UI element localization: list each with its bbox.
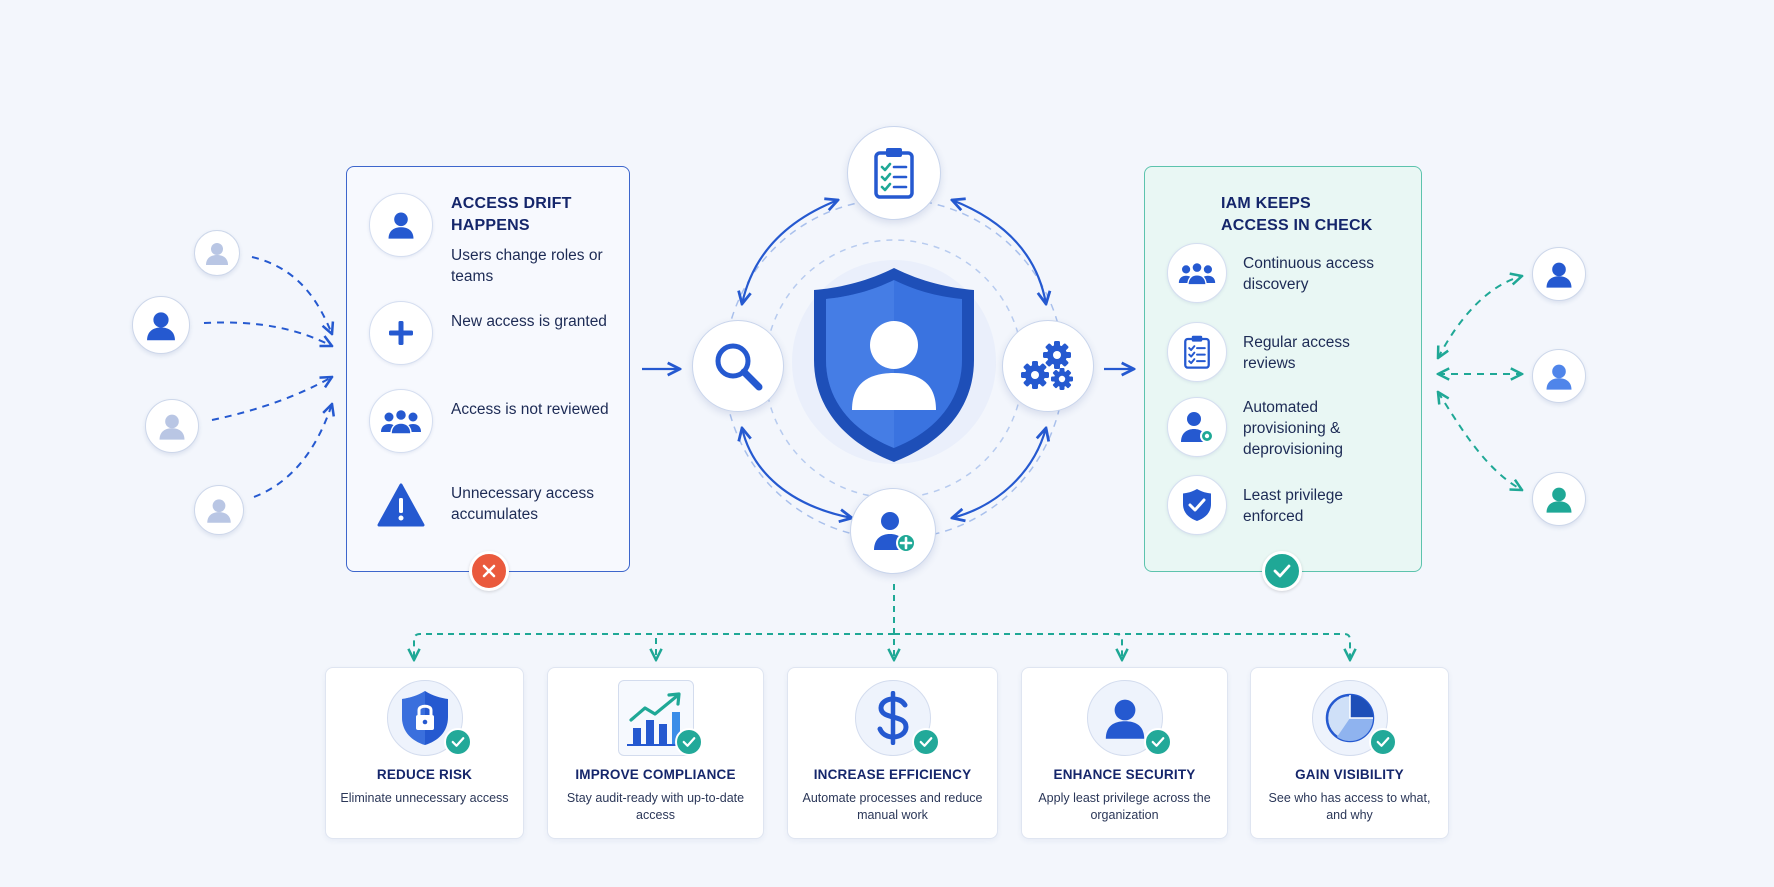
row-icon	[1167, 397, 1227, 457]
pie-chart-icon	[1325, 693, 1374, 743]
benefit-connectors	[414, 584, 1350, 660]
row-icon	[1167, 322, 1227, 382]
avatar-user-4	[194, 485, 244, 535]
check-icon	[443, 728, 472, 756]
core-shield	[804, 262, 984, 466]
benefit-card-enhance-security: ENHANCE SECURITY Apply least privilege a…	[1021, 667, 1228, 839]
row-icon	[369, 389, 433, 453]
avatar-user-6	[1532, 349, 1586, 403]
users-group-icon	[1178, 261, 1216, 286]
check-icon	[1368, 728, 1397, 756]
benefit-card-improve-compliance: IMPROVE COMPLIANCE Stay audit-ready with…	[547, 667, 764, 839]
benefit-card-reduce-risk: REDUCE RISK Eliminate unnecessary access	[325, 667, 524, 839]
iam-item: Continuous access discovery	[1145, 243, 1421, 313]
access-drift-panel: ACCESS DRIFT HAPPENS Users change roles …	[346, 166, 630, 591]
iam-item: Least privilege enforced	[1145, 475, 1421, 545]
avatar-user-7	[1532, 472, 1586, 526]
card-title: INCREASE EFFICIENCY	[813, 767, 972, 782]
avatar-user-1	[194, 230, 240, 276]
iam-check-panel: IAM KEEPS ACCESS IN CHECK Continuous acc…	[1144, 166, 1422, 591]
iam-item-text: Automated provisioning & deprovisioning	[1243, 399, 1343, 458]
solution-status-badge	[1262, 551, 1302, 591]
growth-chart-icon	[626, 692, 685, 746]
drift-item: New access is granted	[347, 301, 629, 371]
check-icon	[911, 728, 940, 756]
check-icon	[1143, 728, 1172, 756]
row-icon	[369, 473, 433, 537]
clipboard-checklist-icon	[1184, 335, 1210, 369]
drift-item: Access is not reviewed	[347, 389, 629, 459]
panel-title: ACCESS DRIFT HAPPENS	[451, 195, 572, 234]
clipboard-checklist-icon	[874, 148, 914, 199]
users-group-icon	[381, 408, 421, 435]
gears-icon	[1021, 341, 1073, 390]
drift-item-text: Unnecessary access accumulates	[451, 485, 595, 523]
drift-item-text: New access is granted	[451, 313, 607, 330]
user-icon	[1546, 364, 1572, 390]
drift-item: Unnecessary access accumulates	[347, 473, 629, 543]
shield-check-icon	[1183, 489, 1211, 521]
plus-icon	[389, 321, 413, 345]
card-title: GAIN VISIBILITY	[1295, 767, 1404, 782]
incoming-user-arrows	[203, 256, 332, 498]
iam-item-text: Regular access reviews	[1243, 334, 1350, 372]
card-desc: Eliminate unnecessary access	[340, 791, 509, 805]
close-icon	[482, 564, 496, 578]
user-icon	[1546, 487, 1572, 513]
row-icon	[1167, 243, 1227, 303]
check-icon	[1273, 564, 1291, 578]
provision-node	[850, 488, 936, 574]
iam-item: Automated provisioning & deprovisioning	[1145, 397, 1421, 467]
card-title: REDUCE RISK	[376, 767, 473, 782]
card-desc: Stay audit-ready with up-to-date access	[566, 791, 745, 822]
card-desc: Automate processes and reduce manual wor…	[802, 791, 983, 822]
iam-item-text: Least privilege enforced	[1243, 487, 1343, 525]
warning-icon	[377, 483, 425, 527]
drift-item: Users change roles or teams	[347, 193, 629, 285]
cycle-arrows	[742, 200, 1046, 518]
user-icon	[388, 212, 414, 239]
card-icon	[386, 680, 463, 756]
outgoing-user-arrows	[1438, 276, 1522, 490]
shield-user-icon	[814, 268, 974, 462]
benefit-card-gain-visibility: GAIN VISIBILITY See who has access to wh…	[1250, 667, 1449, 839]
avatar-user-2	[132, 296, 190, 354]
avatar-user-5	[1532, 247, 1586, 301]
user-icon	[147, 312, 175, 341]
problem-status-badge	[469, 551, 509, 591]
card-icon	[854, 680, 931, 756]
iam-item-text: Continuous access discovery	[1243, 255, 1374, 293]
magnifier-icon	[715, 343, 763, 391]
panel-title: IAM KEEPS ACCESS IN CHECK	[1221, 195, 1373, 234]
row-icon	[1167, 475, 1227, 535]
user-icon	[1546, 262, 1572, 288]
review-node	[847, 126, 941, 220]
discover-node	[692, 320, 784, 412]
iam-item: Regular access reviews	[1145, 322, 1421, 392]
shield-lock-icon	[401, 691, 448, 745]
dollar-icon	[877, 691, 909, 745]
user-icon	[206, 243, 228, 265]
user-gear-icon	[1181, 412, 1214, 443]
drift-item-text: Users change roles or teams	[451, 247, 603, 285]
drift-item-text: Access is not reviewed	[451, 401, 609, 418]
card-title: ENHANCE SECURITY	[1053, 767, 1196, 782]
card-title: IMPROVE COMPLIANCE	[575, 767, 736, 782]
user-icon	[1105, 699, 1144, 739]
row-icon	[369, 301, 433, 365]
check-icon	[674, 728, 703, 756]
user-add-icon	[874, 512, 916, 553]
card-desc: Apply least privilege across the organiz…	[1038, 791, 1211, 822]
user-icon	[207, 499, 231, 523]
card-desc: See who has access to what, and why	[1268, 791, 1431, 822]
benefit-card-increase-efficiency: INCREASE EFFICIENCY Automate processes a…	[787, 667, 998, 839]
avatar-user-3	[145, 399, 199, 453]
automate-node	[1002, 320, 1094, 412]
row-icon	[369, 193, 433, 257]
user-icon	[159, 414, 185, 440]
